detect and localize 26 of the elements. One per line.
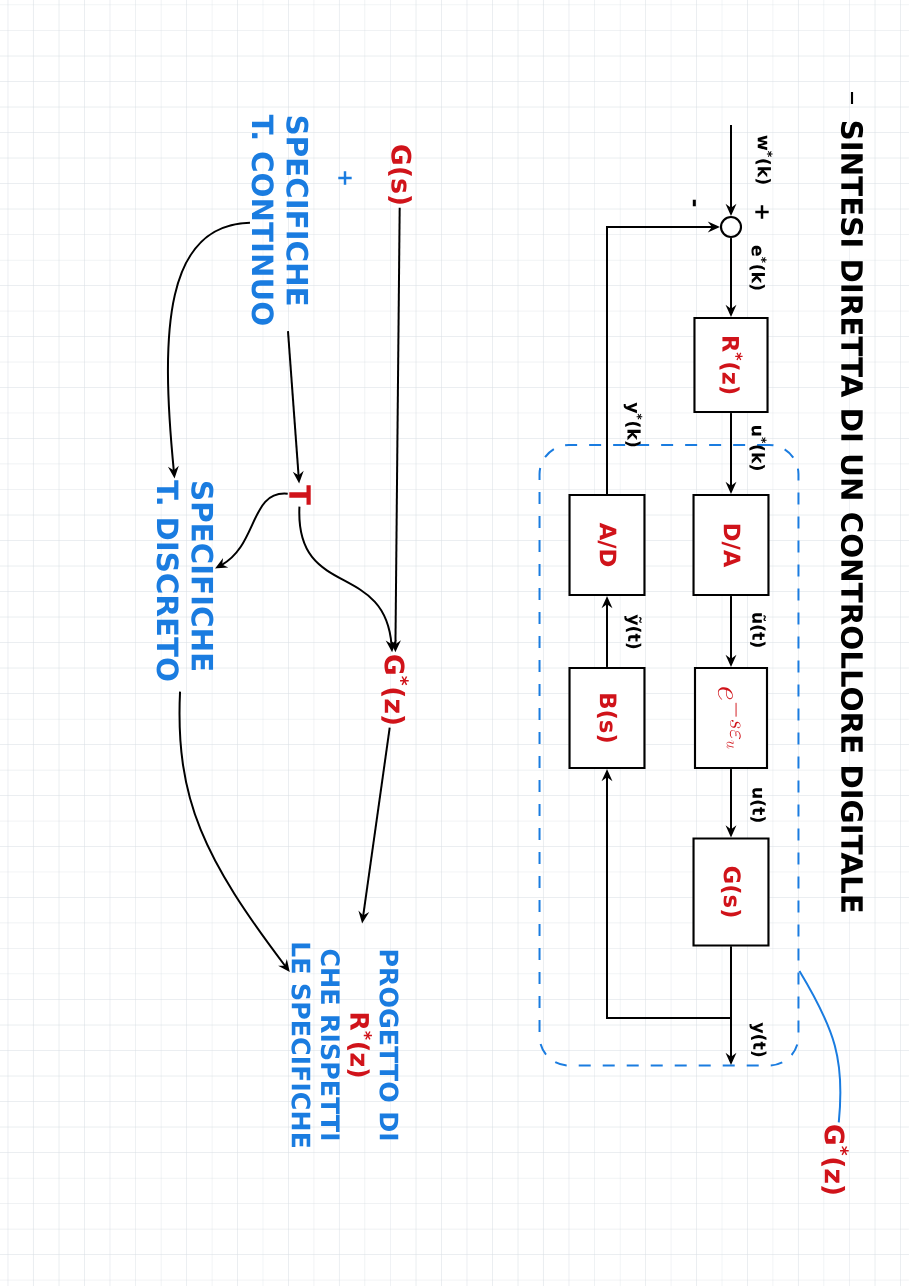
signal-label: y(t) bbox=[749, 1022, 767, 1057]
block-box: A/D bbox=[568, 493, 646, 597]
signal-label: ỹ(t) bbox=[624, 614, 642, 649]
sign-label: + bbox=[338, 171, 352, 185]
title: SINTESI DIRETTA DI UN CONTROLLORE DIGITALE bbox=[840, 121, 864, 912]
flow-text: SPECIFICHE T. DISCRETO bbox=[156, 480, 214, 681]
leader-line bbox=[798, 970, 842, 1124]
flow-text: T bbox=[289, 485, 311, 505]
block-box: B(s) bbox=[568, 666, 646, 770]
signal-label: u$^{*}$(k) bbox=[749, 426, 767, 470]
flow-text: G(s) bbox=[388, 145, 412, 204]
signal-label: y$^{*}$(k) bbox=[623, 402, 643, 447]
flow-text: G$^{*}$(z) bbox=[381, 655, 409, 724]
signal-label: u(t) bbox=[750, 788, 766, 822]
block-box: $e^{-s\varepsilon_u}$ bbox=[693, 666, 769, 770]
signal-label: ũ(t) bbox=[750, 613, 766, 647]
block-box: R$^{*}$(z) bbox=[693, 316, 769, 414]
flow-text: SPECIFICHE T. CONTINUO bbox=[251, 114, 309, 325]
block-box: G(s) bbox=[692, 837, 770, 947]
signal-label: w$^{*}$(k) bbox=[755, 135, 773, 184]
summing-junction bbox=[719, 215, 743, 239]
transfer-label: G$^{*}$(z) bbox=[821, 1125, 849, 1194]
block-box: D/A bbox=[692, 493, 770, 597]
signal-label: e$^{*}$(k) bbox=[749, 245, 767, 290]
sign-label: + bbox=[755, 205, 769, 219]
sign-label: - bbox=[692, 199, 696, 207]
